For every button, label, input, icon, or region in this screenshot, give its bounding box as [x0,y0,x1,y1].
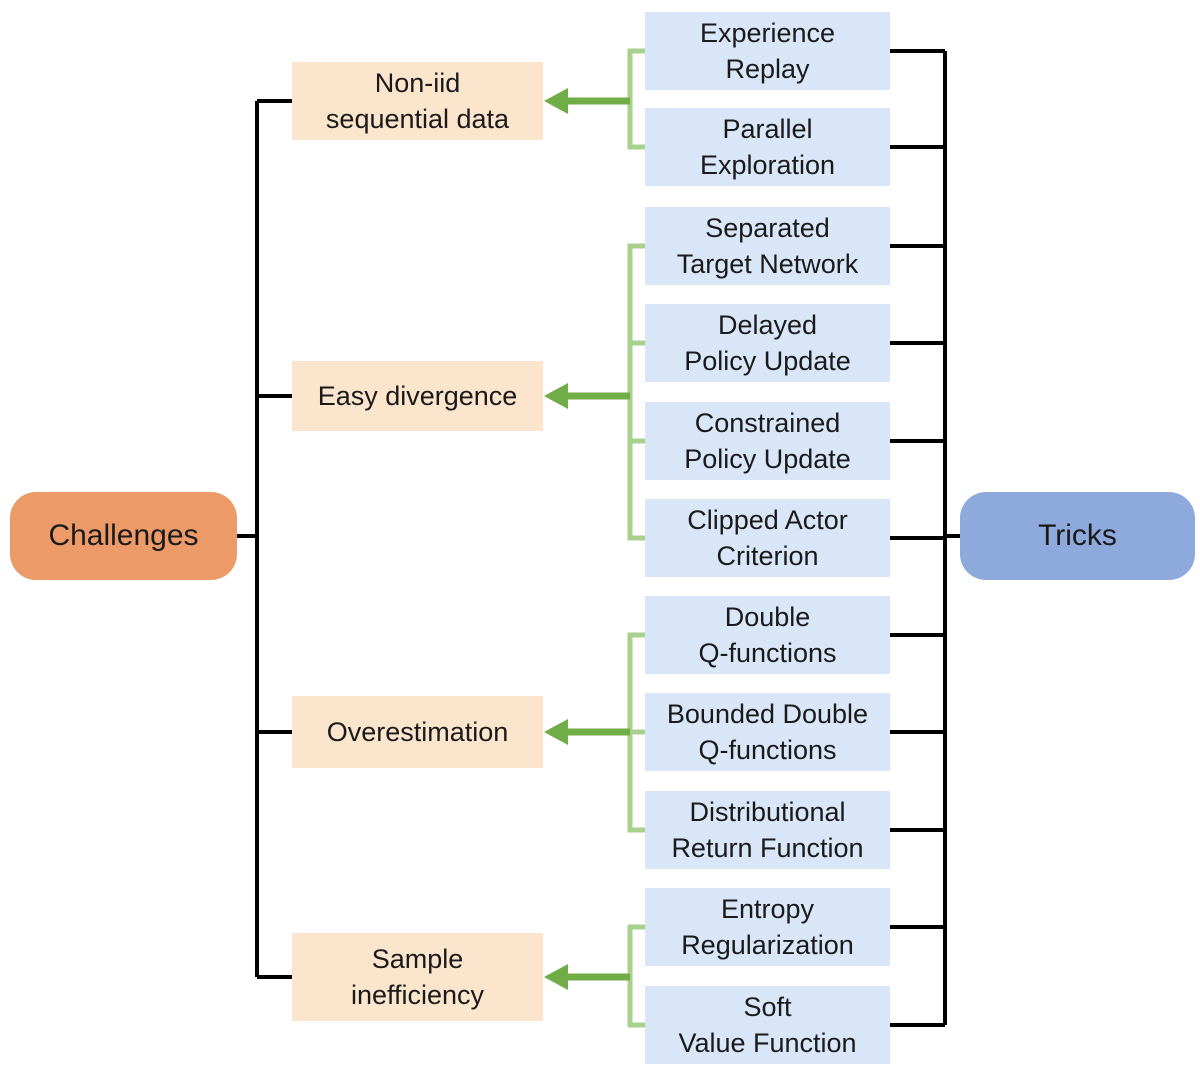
trick-node-clipped-actor-criterion: Clipped Actor Criterion [645,499,890,577]
left-tree-connector [235,99,292,979]
trick-node-parallel-exploration: Parallel Exploration [645,108,890,186]
group3-bracket [627,632,645,833]
trick-node-entropy-regularization: Entropy Regularization [645,888,890,966]
right-tree-connector [890,49,962,1027]
trick-node-distributional-return-function: Distributional Return Function [645,791,890,869]
challenge-node-easy-divergence: Easy divergence [292,361,543,431]
arrow-group4 [544,964,630,990]
trick-node-double-q-functions: Double Q-functions [645,596,890,674]
trick-node-soft-value-function: Soft Value Function [645,986,890,1064]
challenge-node-overestimation: Overestimation [292,696,543,768]
group2-bracket [627,243,645,541]
trick-node-bounded-double-q-functions: Bounded Double Q-functions [645,693,890,771]
trick-node-separated-target-network: Separated Target Network [645,207,890,285]
trick-node-delayed-policy-update: Delayed Policy Update [645,304,890,382]
arrow-group1 [544,88,630,114]
arrow-group2 [544,383,630,409]
tricks-root-node: Tricks [960,492,1195,580]
group1-bracket [627,48,645,150]
challenges-root-node: Challenges [10,492,237,580]
group4-bracket [627,924,645,1028]
challenge-node-non-iid: Non-iid sequential data [292,62,543,140]
arrow-group3 [544,719,630,745]
trick-node-experience-replay: Experience Replay [645,12,890,90]
trick-node-constrained-policy-update: Constrained Policy Update [645,402,890,480]
challenge-node-sample-inefficiency: Sample inefficiency [292,933,543,1021]
